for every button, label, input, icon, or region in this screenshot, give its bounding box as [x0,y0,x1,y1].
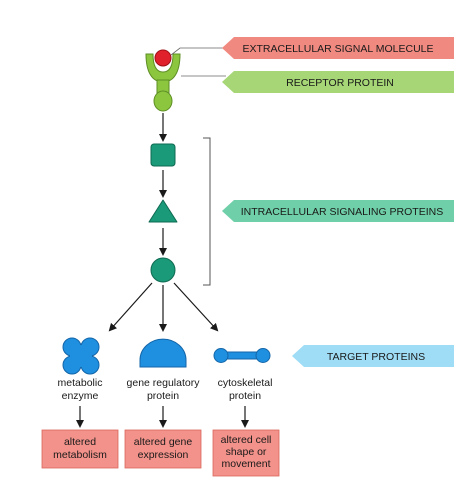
outcome-box-movement [212,429,280,477]
gene-label-line1: gene regulatory [127,377,201,389]
circle-protein-icon [150,257,176,283]
gene-dome-icon [139,338,187,368]
outcome-movement-line3: movement [221,458,270,470]
banner-target-proteins: TARGET PROTEINS [292,345,454,367]
outcome-metabolism-line2: metabolism [53,449,107,461]
square-protein-icon [150,143,176,167]
enzyme-label-line1: metabolic [58,377,103,389]
outcome-expression-line1: altered gene [134,436,193,448]
triangle-protein-icon [148,199,178,223]
enzyme-cross-icon [62,337,100,375]
outcome-metabolism-line1: altered [64,436,96,448]
outcome-expression-line2: expression [138,449,189,461]
outcome-box-metabolism [41,429,119,469]
signal-molecule-icon [154,49,172,67]
cytoskeleton-rod-icon [213,348,271,363]
cyto-label-line1: cytoskeletal [218,377,273,389]
gene-label-line2: protein [147,390,179,402]
cyto-label-line2: protein [229,390,261,402]
outcome-box-expression [124,429,202,469]
banner-signal-label: EXTRACELLULAR SIGNAL MOLECULE [242,43,433,55]
banner-intracellular-label: INTRACELLULAR SIGNALING PROTEINS [241,206,443,218]
banner-extracellular-signal: EXTRACELLULAR SIGNAL MOLECULE [222,37,454,59]
arrow-to-enzyme [108,282,153,332]
signaling-bracket [203,137,211,286]
banner-targets-label: TARGET PROTEINS [327,351,425,363]
banner-receptor-label: RECEPTOR PROTEIN [286,77,394,89]
banner-receptor-protein: RECEPTOR PROTEIN [222,71,454,93]
enzyme-label-line2: enzyme [62,390,99,402]
banner-intracellular-signaling: INTRACELLULAR SIGNALING PROTEINS [222,200,454,222]
signal-leader-line [170,47,226,56]
outcome-movement-line1: altered cell [221,434,272,446]
receptor-protein-icon [145,53,181,112]
arrow-to-cytoskeletal [173,282,219,332]
outcome-movement-line2: shape or [226,446,267,458]
